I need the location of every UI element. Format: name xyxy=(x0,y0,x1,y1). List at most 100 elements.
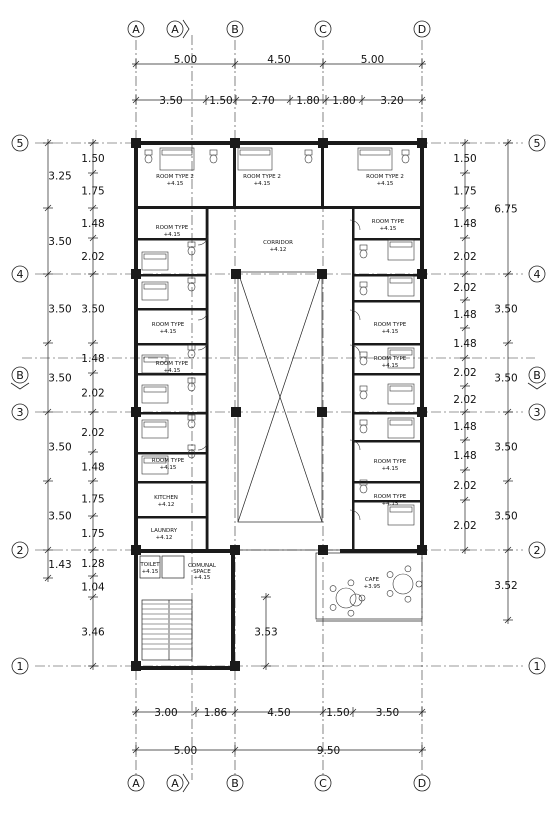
dim-right-outer-label: 3.50 xyxy=(494,304,517,316)
dim-right-outer-label: 6.75 xyxy=(494,204,517,216)
dim-left-outer-label: 3.25 xyxy=(48,171,71,183)
column xyxy=(230,545,240,555)
door-swing xyxy=(197,234,209,246)
section-a-top-bubble xyxy=(166,20,184,38)
wc-bowl xyxy=(187,349,196,359)
wc-bowl xyxy=(187,382,196,392)
column xyxy=(318,545,328,555)
wc-bowl xyxy=(187,282,196,292)
axis-left-n2-label: 2 xyxy=(17,544,24,557)
cafe-chair xyxy=(329,604,337,611)
dim-left-inner-label: 1.28 xyxy=(81,558,104,570)
bed-pillow xyxy=(161,149,193,156)
dim-left-outer-label: 3.50 xyxy=(48,304,71,316)
dim-bot-2-label: 5.00 xyxy=(174,745,197,757)
dim-bot-2-label: 9.50 xyxy=(317,745,340,757)
bed-pillow xyxy=(143,356,167,363)
cafe-table-small xyxy=(349,593,363,607)
bed-pillow xyxy=(143,457,167,464)
wc-bowl xyxy=(359,249,368,259)
laundry-level: +4.12 xyxy=(156,535,173,541)
room-l-1-name: ROOM TYPE xyxy=(156,225,189,231)
axis-right-n4-label: 4 xyxy=(534,268,541,281)
stair-outline xyxy=(141,599,193,661)
wc-tank xyxy=(359,244,368,251)
axis-bottom-d-label: D xyxy=(418,777,426,790)
bed xyxy=(387,417,415,439)
column xyxy=(131,545,141,555)
section-a-top-arrow xyxy=(182,19,190,39)
cafe-area xyxy=(315,552,423,622)
door-swing xyxy=(349,309,361,321)
wall-stair-south xyxy=(134,666,235,670)
dim-bot-1-label: 3.50 xyxy=(376,707,399,719)
dim-left-inner-label: 1.75 xyxy=(81,186,104,198)
bed-pillow xyxy=(389,241,413,248)
axis-left-n1-label: 1 xyxy=(17,660,24,673)
bed xyxy=(387,239,415,261)
section-b-right-arrow xyxy=(527,382,547,390)
dim-left-inner-label: 1.48 xyxy=(81,462,104,474)
bed-pillow xyxy=(143,421,167,428)
axis-left-n1-bubble xyxy=(11,657,29,675)
toilet-box xyxy=(139,555,161,579)
room-r-5-name: ROOM TYPE xyxy=(374,494,407,500)
room-r-4-name: ROOM TYPE xyxy=(374,459,407,465)
dim-left-inner-label: 1.50 xyxy=(81,153,104,165)
bed-pillow xyxy=(389,385,413,392)
wall-right-partition xyxy=(352,238,422,241)
dim-left-outer-label: 3.50 xyxy=(48,442,71,454)
dim-left-outer-label: 3.50 xyxy=(48,236,71,248)
bed-pillow xyxy=(389,277,413,284)
wall-left-partition xyxy=(134,274,208,277)
section-a-top-label: A xyxy=(171,23,179,36)
staircase xyxy=(141,599,193,661)
door-swing xyxy=(349,219,361,231)
door-swing xyxy=(349,509,361,521)
dim-left-outer-label: 3.50 xyxy=(48,511,71,523)
dim-left-inner-label: 1.48 xyxy=(81,218,104,230)
door-swing xyxy=(349,439,361,451)
dim-right-inner-label: 1.48 xyxy=(453,338,476,350)
kitchen-level: +4.12 xyxy=(158,502,175,508)
wc-tank xyxy=(304,149,313,156)
dim-right-outer-label: 3.50 xyxy=(494,511,517,523)
room-r-3-name: ROOM TYPE xyxy=(374,356,407,362)
room-top-3-name: ROOM TYPE 2 xyxy=(366,174,404,180)
axis-top-b-bubble xyxy=(226,20,244,38)
dim-stair-label: 3.53 xyxy=(254,627,277,639)
room-l-3-level: +4.15 xyxy=(164,368,181,374)
bed-pillow xyxy=(359,149,391,156)
bed-pillow xyxy=(143,283,167,290)
room-l-2-name: ROOM TYPE xyxy=(152,322,185,328)
wall-left-partition xyxy=(134,373,208,376)
axis-bottom-b-label: B xyxy=(231,777,239,790)
bed xyxy=(141,281,169,301)
wc-tank xyxy=(187,277,196,284)
column xyxy=(417,138,427,148)
wall-north xyxy=(134,141,424,145)
void-cross-2 xyxy=(237,271,323,523)
room-r-5-level: +4.15 xyxy=(382,501,399,507)
bed-pillow xyxy=(389,506,413,513)
wall-right-partition xyxy=(352,500,422,503)
wc-tank xyxy=(359,419,368,426)
room-l-4-level: +4.15 xyxy=(160,465,177,471)
laundry-name: LAUNDRY xyxy=(151,528,178,534)
axis-left-n5-label: 5 xyxy=(17,137,24,150)
bed xyxy=(357,147,393,171)
dim-bot-1-label: 4.50 xyxy=(267,707,290,719)
wall-top-rooms-south xyxy=(134,206,424,209)
axis-bottom-a-bubble xyxy=(127,774,145,792)
bed xyxy=(141,419,169,439)
wc-tank xyxy=(187,414,196,421)
wall-east xyxy=(420,141,424,551)
bed xyxy=(387,383,415,405)
wall-left-partition xyxy=(134,516,208,519)
wc-bowl xyxy=(144,154,153,164)
dim-top-1-label: 4.50 xyxy=(267,54,290,66)
dim-right-inner-label: 2.02 xyxy=(453,480,476,492)
bed xyxy=(387,275,415,297)
